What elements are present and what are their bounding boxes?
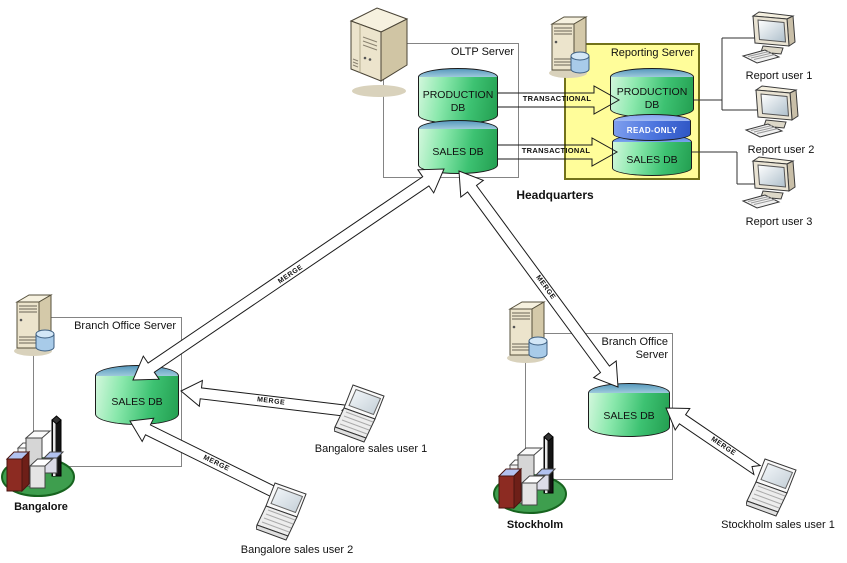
cylinder-body [418, 129, 498, 174]
db-label: SALES DB [432, 146, 484, 159]
cylinder-body [612, 142, 692, 176]
laptop-icon [745, 457, 812, 519]
cylinder-body [95, 376, 179, 425]
server-tower-icon [501, 298, 553, 366]
read-only-label: READ-ONLY [626, 125, 678, 135]
database-cylinder: PRODUCTION DB [610, 68, 694, 118]
cylinder-body [610, 77, 694, 118]
stockholm-server-title: Branch Office Server [601, 336, 668, 361]
database-cylinder: SALES DB [588, 383, 670, 437]
cylinder-body [613, 121, 691, 141]
database-cylinder: SALES DB [95, 365, 179, 425]
database-cylinder: SALES DB [418, 120, 498, 174]
report-user-label: Report user 2 [747, 144, 815, 156]
merge-label: MERGE [202, 454, 231, 473]
desktop-computer-icon [741, 155, 807, 211]
sales-user-label: Stockholm sales user 1 [721, 519, 835, 531]
report-user-label: Report user 1 [745, 70, 813, 82]
headquarters-label: Headquarters [516, 188, 594, 202]
transactional-label: TRANSACTIONAL [521, 146, 591, 155]
city-label-bangalore: Bangalore [14, 501, 68, 513]
cylinder-body [588, 393, 670, 437]
db-label: PRODUCTION DB [616, 86, 688, 111]
sales-user-label: Bangalore sales user 1 [314, 443, 428, 455]
city-buildings-icon [492, 415, 570, 515]
city-label-stockholm: Stockholm [506, 519, 564, 531]
laptop-icon [333, 383, 400, 445]
desktop-computer-icon [741, 10, 807, 66]
desktop-computer-icon [744, 84, 810, 140]
merge-label: MERGE [256, 396, 286, 407]
db-label: SALES DB [603, 410, 655, 423]
server-tower-icon [8, 291, 60, 359]
db-label: PRODUCTION DB [422, 89, 494, 114]
reporting-server-title: Reporting Server [610, 47, 694, 59]
read-only-band: READ-ONLY [613, 114, 691, 141]
bangalore-server-title: Branch Office Server [74, 320, 176, 332]
laptop-icon [255, 481, 322, 543]
transactional-label: TRANSACTIONAL [522, 94, 592, 103]
database-cylinder: PRODUCTION DB [418, 68, 498, 124]
server-tower-icon [343, 3, 415, 99]
sales-user-label: Bangalore sales user 2 [240, 544, 354, 556]
report-user-label: Report user 3 [745, 216, 813, 228]
cylinder-body [418, 77, 498, 124]
oltp-server-title: OLTP Server [450, 46, 514, 58]
db-label: SALES DB [626, 153, 678, 166]
merge-label: MERGE [709, 435, 737, 458]
merge-label: MERGE [277, 263, 305, 286]
db-label: SALES DB [111, 396, 163, 408]
city-buildings-icon [0, 398, 78, 498]
server-tower-icon [543, 13, 595, 81]
